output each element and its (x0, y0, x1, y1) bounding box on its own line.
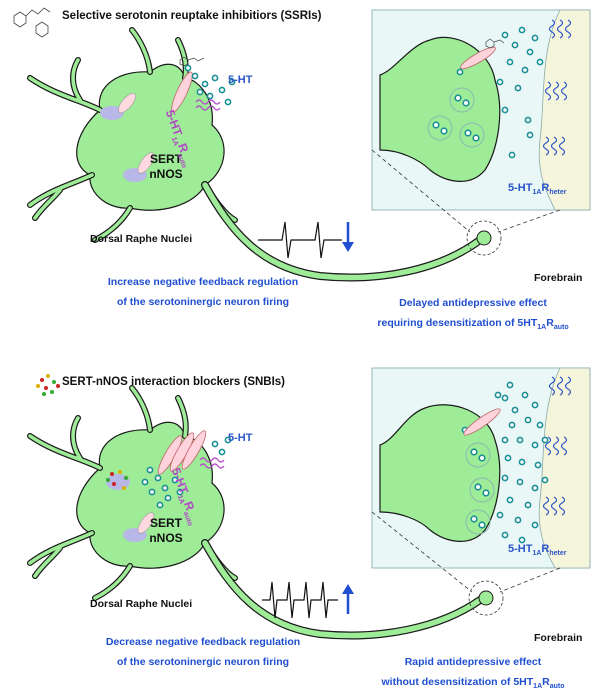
firing-arrow-up (342, 584, 354, 614)
soma-serotonin (184, 64, 236, 106)
presynaptic-terminal-2 (379, 404, 501, 542)
forebrain-label-2: Forebrain (534, 632, 583, 644)
released-serotonin-2 (494, 381, 549, 544)
panel-heading-ssri: Selective serotonin reuptake inhibitiors… (62, 10, 322, 22)
firing-arrow-down (342, 222, 354, 252)
firing-trace-fast (262, 581, 338, 619)
sert-label: SERT nNOS (146, 152, 186, 182)
raphe-neuron-body (76, 63, 225, 211)
soma-serotonin-2 (141, 436, 232, 509)
presynaptic-terminal (379, 36, 501, 182)
firing-trace-slow (258, 221, 342, 259)
serotonin-label-2: 5-HT (228, 432, 253, 444)
panel-ssri (13, 7, 591, 282)
nucleus-label: Dorsal Raphe Nuclei (90, 233, 193, 245)
nnos-text: nNOS (149, 167, 183, 181)
heteroreceptor-label-2: 5-HT1ARheter (508, 543, 567, 558)
ssri-molecule-small (179, 56, 205, 67)
autoreceptors-2 (199, 457, 225, 469)
sert-text: SERT (149, 152, 182, 166)
snbi-molecule-icon (36, 374, 60, 396)
left-caption: Increase negative feedback regulation of… (107, 276, 299, 308)
axon-terminal-2 (478, 590, 494, 606)
vesicle-clusters (427, 87, 485, 148)
nnos-text-2: nNOS (149, 531, 183, 545)
left-caption-2: Decrease negative feedback regulation of… (105, 636, 301, 668)
panel-heading-snbi: SERT-nNOS interaction blockers (SNBIs) (62, 376, 286, 388)
soma-sert-ellipse (100, 106, 124, 120)
panel-snbi (27, 367, 591, 640)
nucleus-label-2: Dorsal Raphe Nuclei (90, 598, 193, 610)
membrane-sert (171, 71, 193, 113)
axon-terminal (476, 230, 492, 246)
postsynaptic-membrane (538, 9, 591, 211)
heteroreceptor-label: 5-HT1ARheter (508, 182, 567, 197)
serotonin-label: 5-HT (228, 74, 253, 86)
autoreceptors (195, 99, 221, 111)
right-caption-2: Rapid antidepressive effect without dese… (381, 656, 565, 691)
snbi-blockers-soma (106, 470, 130, 490)
right-caption: Delayed antidepressive effect requiring … (377, 297, 569, 332)
heteroreceptor-group (542, 19, 572, 156)
forebrain-label: Forebrain (534, 272, 583, 284)
released-serotonin (456, 26, 544, 159)
postsynaptic-membrane-2 (538, 367, 591, 569)
sert-label-2: SERT nNOS (146, 516, 186, 546)
sert-transporter-zoom-2 (463, 408, 501, 436)
sert-text-2: SERT (149, 516, 182, 530)
sert-transporter-zoom (460, 46, 496, 70)
heteroreceptor-group-2 (542, 376, 572, 516)
ssri-molecule-icon (13, 7, 51, 38)
